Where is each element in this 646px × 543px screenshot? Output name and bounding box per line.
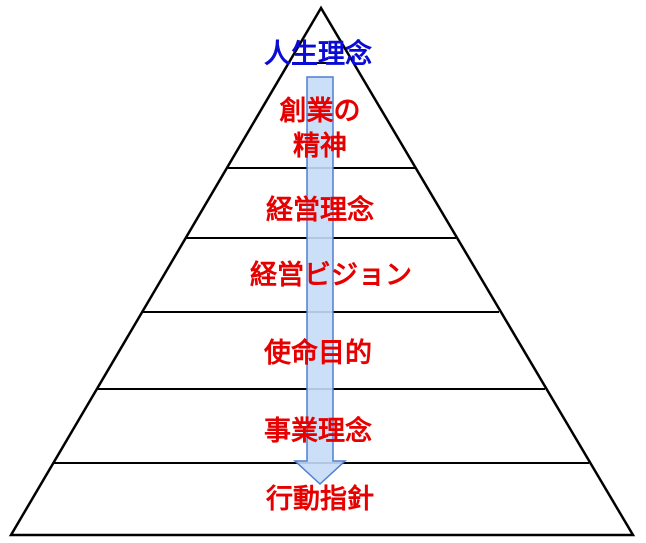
layer-4-label: 使命目的 bbox=[263, 337, 372, 369]
layer-1-label-line-1: 創業の bbox=[280, 96, 361, 127]
top-label: 人生理念 bbox=[264, 38, 372, 70]
layer-2-label: 経営理念 bbox=[266, 194, 374, 226]
layer-1-label-line-2: 精神 bbox=[293, 131, 347, 162]
layer-5-label: 事業理念 bbox=[264, 415, 372, 447]
layer-3-label: 経営ビジョン bbox=[250, 259, 412, 291]
layer-6-label: 行動指針 bbox=[265, 483, 374, 515]
down-arrow bbox=[293, 76, 347, 486]
